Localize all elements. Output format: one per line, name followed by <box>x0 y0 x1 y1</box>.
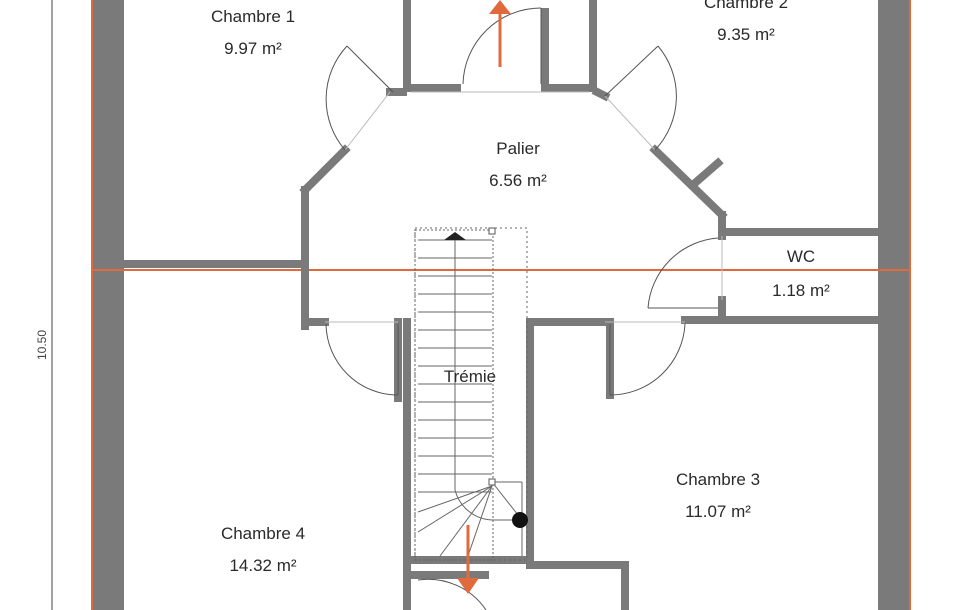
door-chambre4-arc <box>325 323 399 396</box>
palier-stub <box>689 157 724 189</box>
closet-door-jamb <box>541 8 549 88</box>
chambre3-name: Chambre 3 <box>676 470 760 489</box>
stair-end-marker <box>512 512 528 528</box>
wc-name: WC <box>787 247 815 266</box>
door-chambre3-arc <box>609 323 686 396</box>
stair-tremie-outline <box>414 227 528 561</box>
outer-wall-left <box>92 0 124 610</box>
opening-line-2 <box>344 91 391 151</box>
tremie-name: Trémie <box>444 367 496 386</box>
chambre2-name: Chambre 2 <box>704 0 788 12</box>
chambre1-area: 9.97 m² <box>224 39 282 58</box>
palier-area: 6.56 m² <box>489 171 547 190</box>
closet-wall-left <box>403 0 411 88</box>
stair-up-arrow-icon <box>444 232 466 240</box>
chambre1-name: Chambre 1 <box>211 7 295 26</box>
closet-wall-right <box>589 0 597 92</box>
dimension-label: 10.50 <box>35 330 49 360</box>
arrow-down-icon <box>457 525 479 594</box>
outer-wall-right <box>878 0 910 610</box>
palier-wall-diag-upper-right <box>591 86 611 102</box>
chambre4-name: Chambre 4 <box>221 524 305 543</box>
door-closet-arc <box>462 7 542 85</box>
stair-handle-top <box>488 227 496 235</box>
chambre3-area: 11.07 m² <box>685 502 751 521</box>
stair-handle-mid <box>488 478 496 486</box>
closet-wall-inner-right <box>541 84 597 92</box>
opening-line-3 <box>604 95 656 151</box>
chambre4-area: 14.32 m² <box>229 556 296 575</box>
palier-wall-diag-left <box>299 144 351 196</box>
door-chambre1-leaf <box>346 45 394 93</box>
door-chambre1-arc <box>325 45 348 151</box>
palier-name: Palier <box>496 139 540 158</box>
closet-wall-inner-left <box>403 84 461 92</box>
door-lower-arc <box>417 578 487 610</box>
wc-area: 1.18 m² <box>772 281 830 300</box>
door-wc-arc <box>647 237 719 309</box>
chambre2-area: 9.35 m² <box>717 25 775 44</box>
stair-outline <box>414 229 494 561</box>
stair-treads <box>417 239 523 557</box>
palier-wall-diag-right <box>649 144 728 221</box>
door-chambre2-leaf <box>604 45 659 97</box>
stair-walkline <box>454 238 520 521</box>
door-chambre2-arc <box>654 45 677 151</box>
arrow-up-icon <box>489 0 511 67</box>
